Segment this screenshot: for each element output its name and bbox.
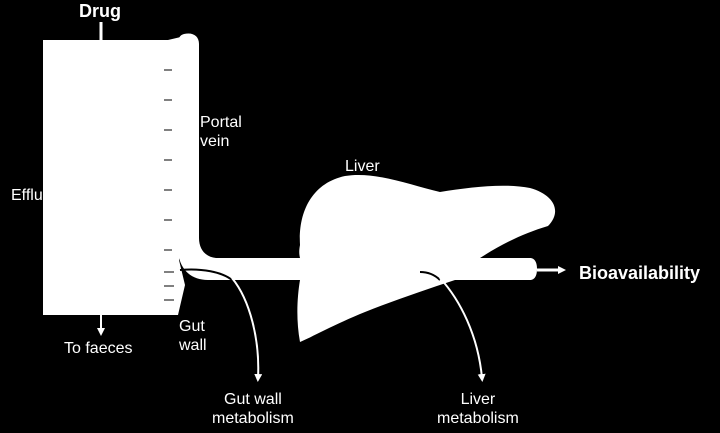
liver-shape	[297, 174, 556, 342]
gut-wall-metabolism-arrow	[231, 277, 263, 382]
liver-label: Liver	[345, 158, 380, 175]
drug-label: Drug	[79, 1, 121, 21]
efflux-label: Efflu	[11, 187, 43, 204]
gut-metabolism-stream	[179, 268, 233, 281]
gut-lumen	[43, 40, 178, 315]
liver-metabolism-arrow	[439, 277, 486, 382]
gut-wall-label: Gut wall	[179, 318, 207, 354]
systemic-vessel	[300, 258, 537, 280]
gut-wall-folds	[164, 69, 174, 301]
liver-metabolism-label: Liver metabolism	[437, 391, 519, 427]
to-faeces-label: To faeces	[64, 340, 133, 357]
bioavailability-label: Bioavailability	[579, 263, 701, 283]
portal-vein	[178, 33, 300, 281]
liver-metabolism-stream	[419, 271, 441, 281]
gut-wall-metabolism-label: Gut wall metabolism	[212, 391, 294, 427]
portal-vein-label: Portal vein	[200, 114, 242, 150]
